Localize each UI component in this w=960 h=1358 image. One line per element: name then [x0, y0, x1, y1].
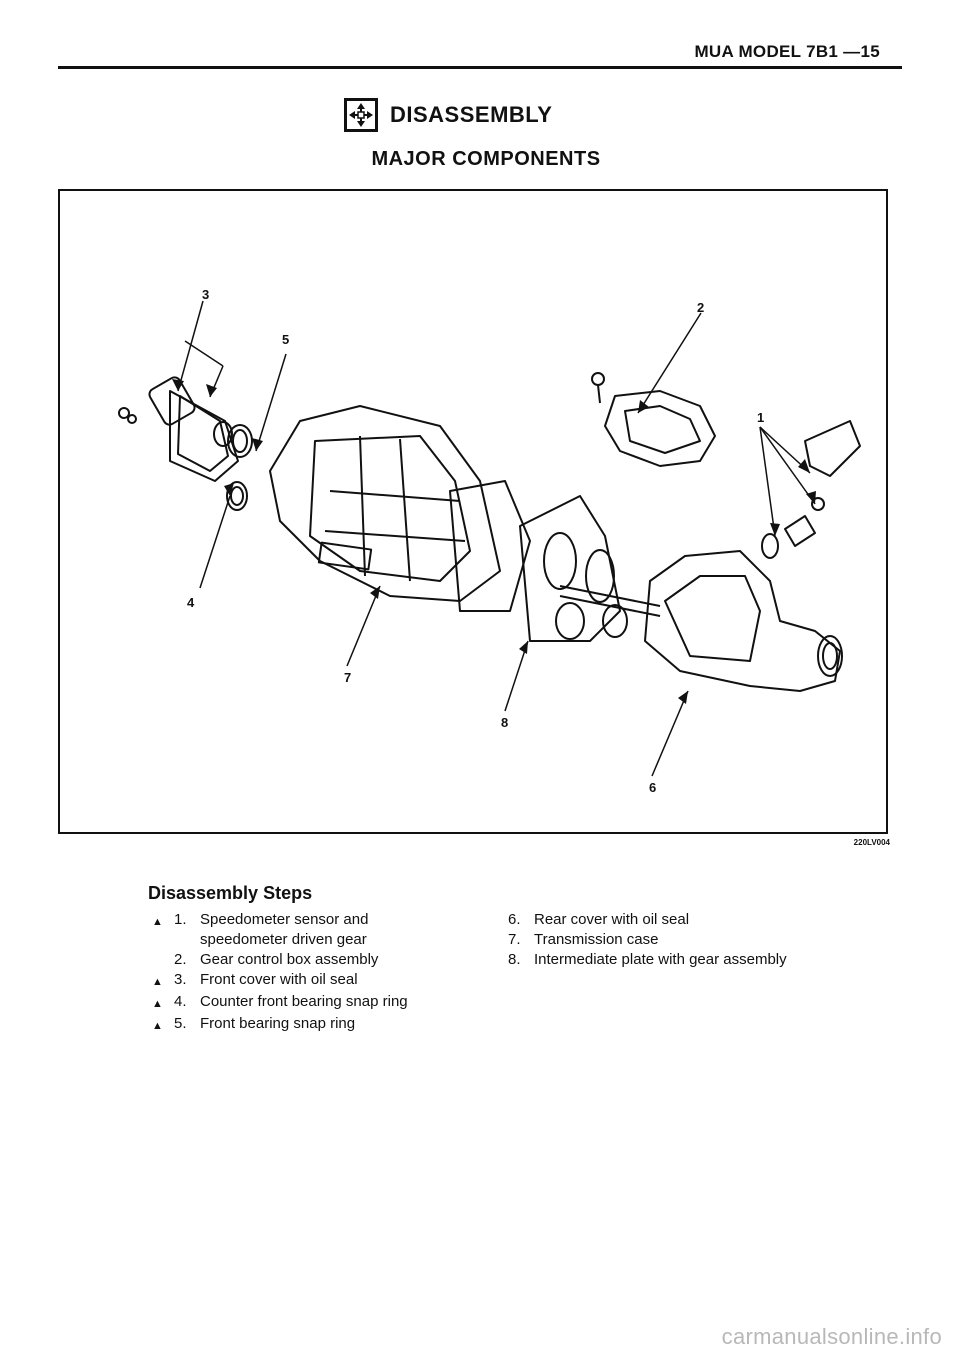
step-item: ▲ 3. Front cover with oil seal [152, 970, 408, 992]
step-item: 8. Intermediate plate with gear assembly [508, 950, 787, 970]
step-item: ▲ 1. Speedometer sensor and speedometer dr… [152, 910, 408, 950]
transmission-drawing [118, 300, 861, 777]
step-number: 6. [508, 911, 521, 928]
callout-4: 4 [187, 595, 195, 610]
section-subtitle: MAJOR COMPONENTS [371, 148, 601, 170]
step-text: Speedometer sensor and speedometer drive… [200, 911, 369, 948]
callout-5: 5 [282, 332, 290, 347]
callout-7: 7 [344, 670, 352, 685]
callout-1: 1 [757, 410, 765, 425]
header-rule [58, 66, 902, 69]
step-number: 5. [174, 1015, 187, 1032]
steps-heading: Disassembly Steps [148, 883, 313, 903]
section-title: DISASSEMBLY [344, 98, 552, 132]
step-number: 3. [174, 971, 187, 988]
step-number: 8. [508, 951, 521, 968]
triangle-marker-icon: ▲ [152, 1020, 163, 1032]
step-text: Intermediate plate with gear assembly [534, 951, 787, 968]
step-text: Transmission case [534, 931, 659, 948]
step-text: Front cover with oil seal [200, 971, 358, 988]
step-text: Gear control box assembly [200, 951, 379, 968]
step-number: 2. [174, 951, 187, 968]
disassembly-arrows-icon [344, 98, 378, 132]
step-item: ▲ 5. Front bearing snap ring [152, 1014, 408, 1036]
step-number: 7. [508, 931, 521, 948]
triangle-marker-icon: ▲ [152, 916, 163, 928]
step-text: Rear cover with oil seal [534, 911, 690, 928]
step-number: 4. [174, 993, 187, 1010]
exploded-view-figure: 3 5 2 1 4 7 8 6 [58, 189, 888, 834]
figure-code: 220LV004 [853, 838, 890, 847]
step-item: 2. Gear control box assembly [152, 950, 408, 970]
callout-2: 2 [697, 300, 705, 315]
triangle-marker-icon: ▲ [152, 976, 163, 988]
triangle-marker-icon: ▲ [152, 998, 163, 1010]
step-item: ▲ 4. Counter front bearing snap ring [152, 992, 408, 1014]
steps-column-left: ▲ 1. Speedometer sensor and speedometer dr… [152, 910, 408, 1036]
step-number: 1. [174, 911, 187, 928]
steps-column-right: 6. Rear cover with oil seal 7. Transmissio… [508, 910, 787, 970]
callout-3: 3 [202, 287, 210, 302]
page-header-title: MUA MODEL 7B1 —15 [694, 42, 880, 61]
step-text: Counter front bearing snap ring [200, 993, 408, 1010]
watermark: carmanualsonline.info [721, 1324, 942, 1349]
callout-6: 6 [649, 780, 657, 795]
step-item: 6. Rear cover with oil seal [508, 910, 787, 930]
callout-8: 8 [501, 715, 509, 730]
section-title-text: DISASSEMBLY [390, 102, 553, 127]
step-item: 7. Transmission case [508, 930, 787, 950]
step-text: Front bearing snap ring [200, 1015, 356, 1032]
